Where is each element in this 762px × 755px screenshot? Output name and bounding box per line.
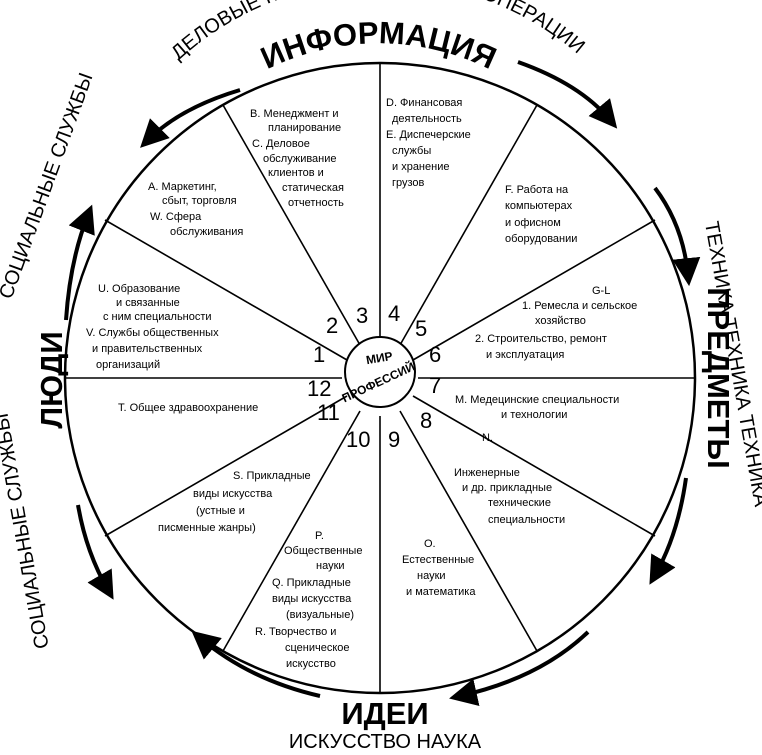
sector-number-3: 3: [356, 303, 368, 328]
ring-left-outer-top-text: СОЦИАЛЬНЫЕ СЛУЖБЫ: [0, 70, 98, 302]
sector-8-label: N. Инженерные и др. прикладные техническ…: [454, 432, 565, 526]
sector-number-9: 9: [388, 427, 400, 452]
arrow-bottom-right: [449, 630, 590, 706]
sector-number-8: 8: [420, 408, 432, 433]
sector-4-label: D. Финансовая деятельность E. Диспечерск…: [386, 97, 474, 189]
arrow-top-right: [517, 60, 618, 129]
sector-5-label: F. Работа на компьютерах и офисном обору…: [505, 184, 577, 245]
sector-number-2: 2: [326, 313, 338, 338]
sector-1-label: U. Образование и связанные с ним специал…: [86, 283, 222, 371]
arrow-right-top: [653, 186, 701, 287]
sector-number-7: 7: [429, 373, 441, 398]
arrow-bottom-left: [191, 630, 321, 698]
sector-2-label: A. Маркетинг, сбыт, торговля W. Сфера об…: [148, 181, 243, 238]
ring-bottom-big-text: ИДЕИ: [341, 696, 428, 731]
arrow-right-bottom: [649, 477, 688, 585]
arrow-left-top: [64, 204, 95, 321]
wheel-spokes: [65, 63, 695, 693]
sector-number-4: 4: [388, 301, 400, 326]
ring-bottom-outer-text: ИСКУССТВО НАУКА: [289, 731, 482, 753]
sector-12-label: T. Общее здравоохранение: [118, 402, 258, 414]
sector-number-10: 10: [346, 427, 370, 452]
sector-number-1: 1: [313, 342, 325, 367]
sector-3-label: B. Менеджмент и планирование C. Деловое …: [250, 108, 347, 209]
sector-11-label: S. Прикладные виды искусства (устные и п…: [158, 470, 314, 534]
center-hub: [344, 336, 416, 408]
sector-number-5: 5: [415, 316, 427, 341]
arrow-top-left: [140, 88, 241, 148]
ring-top-big-text: ИНФОРМАЦИЯ: [256, 15, 502, 76]
sector-7-label: M. Медецинские специальности и технологи…: [455, 394, 622, 421]
sector-6-label: G-L 1. Ремесла и сельское хозяйство 2. С…: [475, 285, 640, 361]
arrow-left-bottom: [76, 504, 114, 600]
cycle-arrows: [64, 60, 701, 706]
sector-number-6: 6: [429, 342, 441, 367]
sector-number-11: 11: [317, 400, 340, 425]
ring-right-big-text: ПРЕДМЕТЫ: [701, 287, 736, 469]
ring-left-outer-bottom-text: СОЦИАЛЬНЫЕ СЛУЖБЫ: [0, 412, 54, 651]
sector-9-label: O. Естественные науки и математика: [402, 538, 477, 598]
center-word-1: МИР: [365, 349, 394, 367]
ring-left-big-text: ЛЮДИ: [34, 331, 69, 428]
sector-10-label: P. Общественные науки Q. Прикладные виды…: [255, 530, 366, 670]
sector-number-12: 12: [307, 376, 331, 401]
